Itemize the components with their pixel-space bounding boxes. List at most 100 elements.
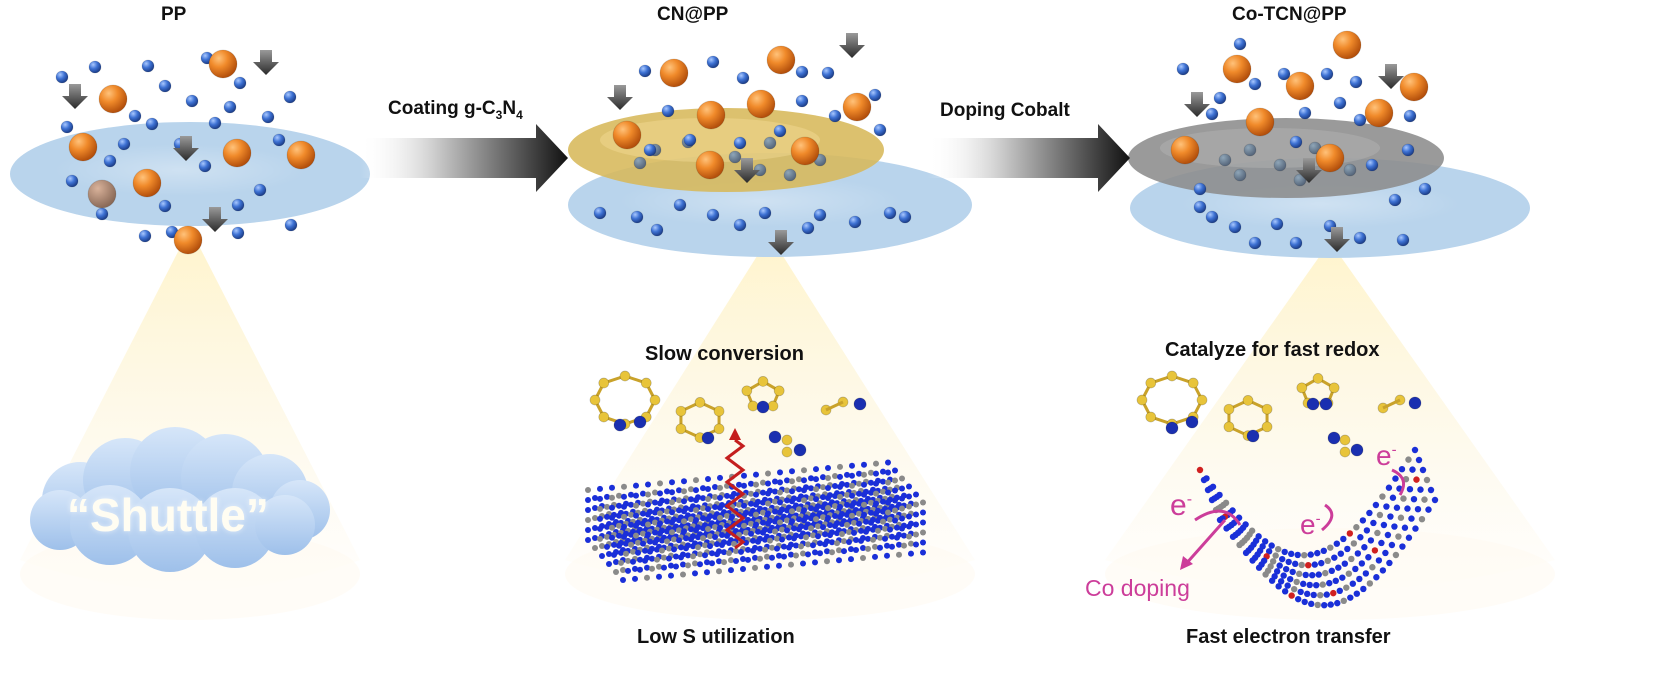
lattice-atom — [716, 558, 722, 565]
shuttle-cloud — [30, 427, 330, 572]
lattice-atom — [1274, 545, 1282, 553]
lattice-atom — [683, 545, 689, 552]
lattice-atom — [906, 533, 912, 540]
lattice-atom — [736, 481, 742, 488]
lattice-atom — [1349, 580, 1357, 587]
lattice-atom — [1391, 523, 1398, 530]
lattice-atom — [837, 473, 843, 480]
lattice-atom — [863, 528, 869, 535]
lithium-ion — [65, 174, 79, 188]
lattice-atom — [681, 488, 687, 495]
sulfur-atom — [773, 385, 785, 397]
lattice-atom — [1307, 551, 1314, 558]
sulfur-atom — [781, 434, 793, 446]
sulfur-atom — [1261, 421, 1273, 433]
lattice-atom — [837, 463, 843, 470]
lattice-atom — [892, 487, 898, 494]
lattice-atom — [750, 537, 756, 544]
lattice-atom — [753, 471, 759, 478]
lattice-atom — [676, 487, 682, 494]
lattice-atom — [652, 519, 658, 526]
lattice-atom — [644, 564, 650, 571]
cloud-puff — [255, 495, 315, 555]
lattice-atom — [1395, 533, 1402, 540]
lattice-atom — [880, 518, 886, 525]
down-arrow-icon — [253, 50, 279, 75]
lithium-atom — [701, 431, 715, 445]
lattice-atom — [834, 530, 840, 537]
lattice-atom — [1418, 515, 1426, 523]
lithium-ion — [1401, 143, 1415, 157]
lattice-atom — [813, 496, 819, 503]
electron-label-2: e- — [1300, 509, 1321, 541]
lattice-atom — [702, 552, 708, 559]
lattice-atom — [1374, 529, 1381, 537]
lattice-atom — [1412, 525, 1419, 532]
lattice-atom — [873, 480, 879, 487]
lattice-atom — [849, 512, 855, 519]
lattice-atom — [604, 533, 610, 540]
lithium-atom — [756, 400, 770, 414]
lattice-atom — [640, 540, 646, 547]
lattice-atom — [1397, 514, 1405, 521]
lattice-atom — [592, 515, 598, 521]
lattice-atom — [824, 548, 830, 555]
lattice-atom — [860, 555, 866, 561]
lattice-atom — [592, 545, 598, 551]
lattice-atom — [1308, 600, 1315, 608]
lattice-atom — [1293, 578, 1300, 586]
lattice-atom — [772, 498, 778, 505]
lattice-atom — [676, 507, 682, 514]
lithium-ion — [736, 71, 750, 85]
lattice-atom — [1261, 538, 1269, 545]
lattice-atom — [1350, 540, 1358, 547]
lattice-atom — [1375, 557, 1383, 564]
lithium-ion — [223, 100, 237, 114]
lattice-atom — [1393, 504, 1401, 511]
lattice-atom — [827, 532, 833, 539]
lattice-atom — [885, 479, 891, 486]
lattice-atom — [690, 543, 696, 550]
lattice-atom — [1414, 505, 1422, 513]
lithium-ion — [1233, 37, 1247, 51]
lattice-atom — [839, 521, 845, 527]
lattice-atom — [791, 535, 797, 542]
lattice-atom — [1208, 496, 1216, 504]
electron-path — [1321, 503, 1334, 532]
lattice-atom — [616, 492, 622, 499]
coating-process-arrow — [360, 124, 568, 192]
lattice-atom — [920, 529, 926, 536]
lattice-atom — [777, 509, 783, 516]
polysulfide — [173, 225, 203, 255]
lattice-atom — [1249, 557, 1256, 564]
lattice-atom — [825, 485, 831, 491]
lattice-atom — [1236, 541, 1243, 549]
lattice-atom — [692, 570, 698, 577]
caption-low-s-utilization: Low S utilization — [637, 626, 795, 648]
panel-title-pp: PP — [161, 4, 187, 25]
lithium-atom — [1246, 429, 1260, 443]
lattice-atom — [645, 481, 651, 488]
lattice-atom — [837, 483, 843, 490]
sulfur-atom — [713, 423, 725, 435]
lattice-atom — [899, 525, 905, 532]
lattice-atom — [688, 506, 694, 513]
lattice-atom — [764, 563, 770, 570]
lattice-atom — [642, 547, 648, 554]
lattice-atom — [801, 517, 807, 524]
lattice-atom — [858, 537, 864, 544]
lattice-atom — [1405, 456, 1412, 463]
lattice-atom — [772, 478, 778, 485]
lattice-atom — [885, 469, 891, 476]
lattice-atom — [892, 497, 898, 504]
lithium-ion — [198, 159, 212, 173]
lattice-atom — [844, 511, 850, 518]
trapped-ion — [1218, 153, 1232, 167]
lattice-atom — [623, 550, 629, 557]
lattice-atom — [892, 517, 898, 524]
lithium-atom — [1319, 397, 1333, 411]
lattice-atom — [832, 483, 838, 489]
lattice-atom — [748, 530, 754, 537]
polysulfide — [222, 138, 252, 168]
lattice-atom — [882, 525, 888, 532]
